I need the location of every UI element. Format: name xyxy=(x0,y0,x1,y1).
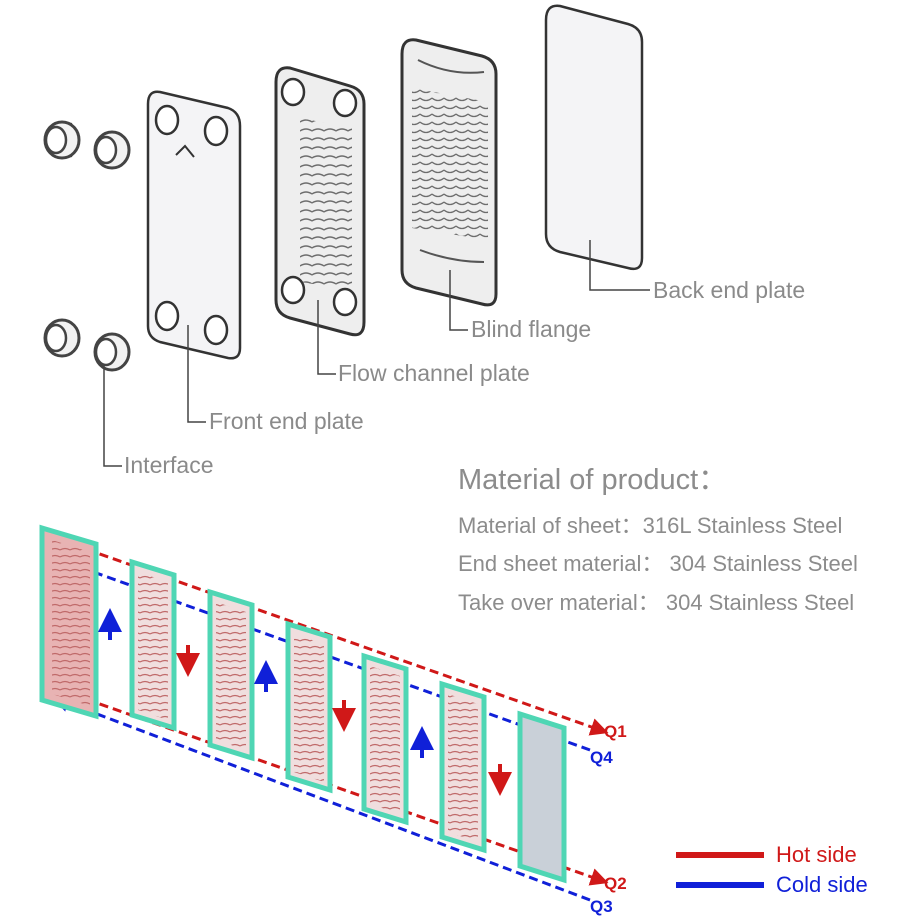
material-line-end-sheet: End sheet material： 304 Stainless Steel xyxy=(458,551,858,576)
port-label-q3: Q3 xyxy=(590,897,613,916)
interface-fitting-top-left xyxy=(43,120,81,160)
port-label-q2: Q2 xyxy=(604,874,627,893)
interface-fitting-top-right xyxy=(93,130,131,170)
port-label-q1: Q1 xyxy=(604,722,627,741)
leader-lines xyxy=(103,240,650,467)
flow-channel-plate xyxy=(274,66,366,337)
back-end-plate xyxy=(544,4,644,271)
label-interface: Interface xyxy=(124,452,214,478)
plate-front xyxy=(39,524,99,720)
material-line-take-over: Take over material： 304 Stainless Steel xyxy=(458,590,855,615)
plate-2 xyxy=(129,558,177,732)
plate-5 xyxy=(361,652,409,826)
port-label-q4: Q4 xyxy=(590,748,613,767)
material-line-sheet: Material of sheet：316L Stainless Steel xyxy=(458,513,843,538)
plate-3 xyxy=(207,588,255,762)
flow-arrows xyxy=(98,608,512,796)
plate-4 xyxy=(285,620,333,794)
plate-6 xyxy=(439,680,487,854)
legend-hot-side: Hot side xyxy=(776,842,857,867)
exploded-view xyxy=(43,4,650,467)
label-flow-channel-plate: Flow channel plate xyxy=(338,360,530,386)
label-blind-flange: Blind flange xyxy=(471,316,592,342)
plate-back xyxy=(517,710,567,884)
interface-fitting-bottom-left xyxy=(43,318,81,358)
blind-flange xyxy=(400,38,498,307)
flow-diagram xyxy=(39,524,764,902)
legend-swatches xyxy=(676,852,764,888)
label-front-end-plate: Front end plate xyxy=(209,408,364,434)
material-title: Material of product： xyxy=(458,464,728,496)
front-end-plate xyxy=(146,90,242,360)
label-back-end-plate: Back end plate xyxy=(653,277,806,303)
interface-fitting-bottom-right xyxy=(93,332,131,372)
legend-cold-side: Cold side xyxy=(776,872,868,897)
